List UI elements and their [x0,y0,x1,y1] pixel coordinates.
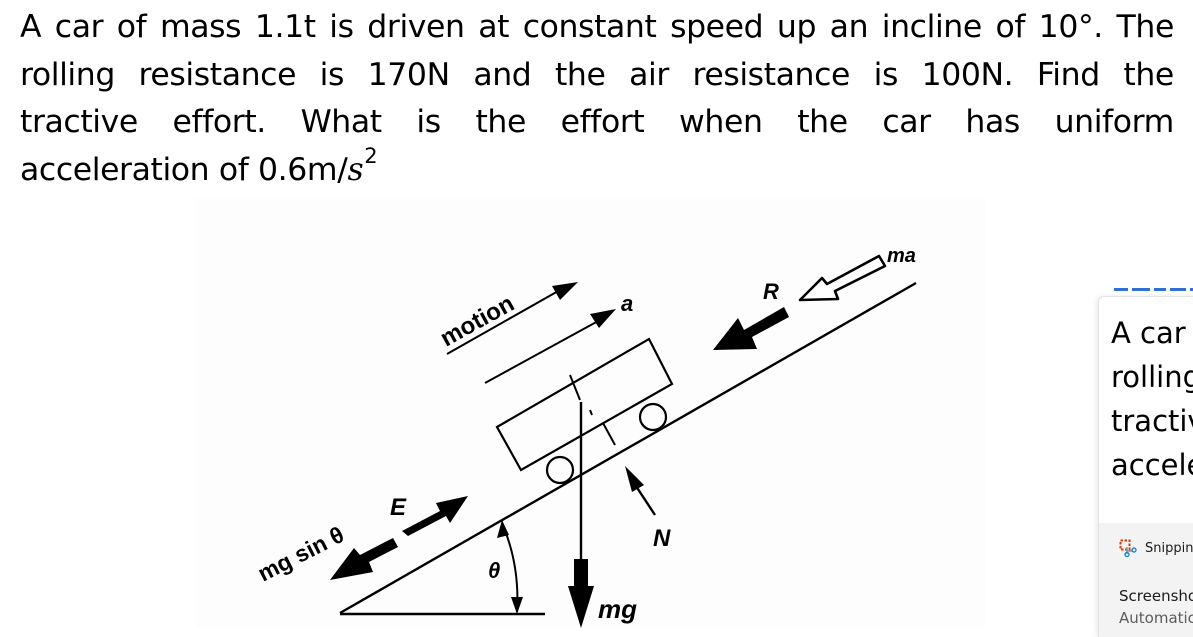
question-word: of [116,9,147,45]
question-word: an [829,9,869,45]
question-word: A [20,9,42,45]
resistance-arrow-icon [713,307,789,350]
question-word: the [1123,56,1174,93]
question-word: driven [367,9,465,45]
question-word: car [54,9,104,45]
question-word: resistance [138,56,297,93]
angle-arc-icon [497,520,523,614]
effort-label: E [390,494,407,521]
normal-force-label: N [653,525,671,552]
question-word: 10°. [1038,9,1104,45]
question-word: air [629,56,669,93]
question-word: rolling [20,56,115,93]
question-word: of [995,9,1026,45]
question-word: and [473,56,532,93]
question-word: constant [522,9,657,45]
question-word: is [873,56,899,93]
car-front-wheel [638,402,668,432]
question-word: resistance [692,56,851,93]
toast-subtitle: Automatic [1119,609,1193,627]
toast-title: Screensho [1119,587,1193,605]
question-word: the [554,56,606,93]
toast-preview-accent [1112,288,1193,292]
question-word: is [329,9,354,45]
acceleration-arrow-icon [484,309,616,384]
angle-label: θ [488,558,500,583]
question-word: 1.1t [254,9,316,45]
normal-force-arrow-icon [625,466,657,516]
question-word: incline [881,9,982,45]
resistance-label: R [763,279,779,304]
question-word: effort. [172,104,267,140]
question-word: Find [1036,56,1100,93]
effort-arrow-icon [402,496,468,536]
question-word: up [776,9,817,45]
toast-preview-line: A car [1111,316,1186,350]
acceleration-label: a [621,291,633,316]
toast-app-row: Snippin [1119,539,1193,557]
weight-label: mg [598,594,637,624]
toast-preview-line: tractiv [1111,404,1193,438]
question-last-line-prefix: acceleration of 0.6m/ [20,151,348,188]
question-word: tractive [20,104,138,140]
car-body [495,337,674,472]
question-word: car [882,104,931,140]
toast-preview-thumbnail[interactable]: A car rolling tractiv accele [1111,311,1193,487]
inertia-label: ma [887,245,916,267]
weight-arrow-icon [568,559,594,628]
question-word: 170N [367,56,450,93]
question-unit-exponent: 2 [364,143,378,168]
motion-arrow-icon [446,282,578,355]
car-rear-wheel [545,455,575,485]
question-word: mass [159,9,242,45]
question-word: 100N. [921,56,1014,93]
question-word: effort [560,104,645,140]
question-word: is [319,56,345,93]
toast-app-name: Snippin [1145,540,1193,556]
snipping-tool-icon [1119,539,1137,557]
question-word: the [475,104,526,140]
question-word: uniform [1054,104,1175,140]
snipping-notification-toast[interactable]: A car rolling tractiv accele Snippin Scr… [1098,296,1193,637]
toast-preview-line: rolling [1111,360,1193,394]
question-word: The [1116,9,1175,45]
question-word: is [416,104,441,140]
incline-line [339,281,917,615]
question-word: has [965,104,1020,140]
inertia-arrow-icon [798,254,887,302]
question-unit-variable: s [347,151,364,188]
question-word: at [478,9,510,45]
question-word: when [679,104,763,140]
toast-footer: Snippin Screensho Automatic [1099,523,1193,637]
toast-preview-line: accele [1111,448,1193,482]
question-word: What [300,104,383,140]
question-word: speed [670,9,764,45]
question-word: the [797,104,848,140]
component-arrow-icon [330,538,398,580]
